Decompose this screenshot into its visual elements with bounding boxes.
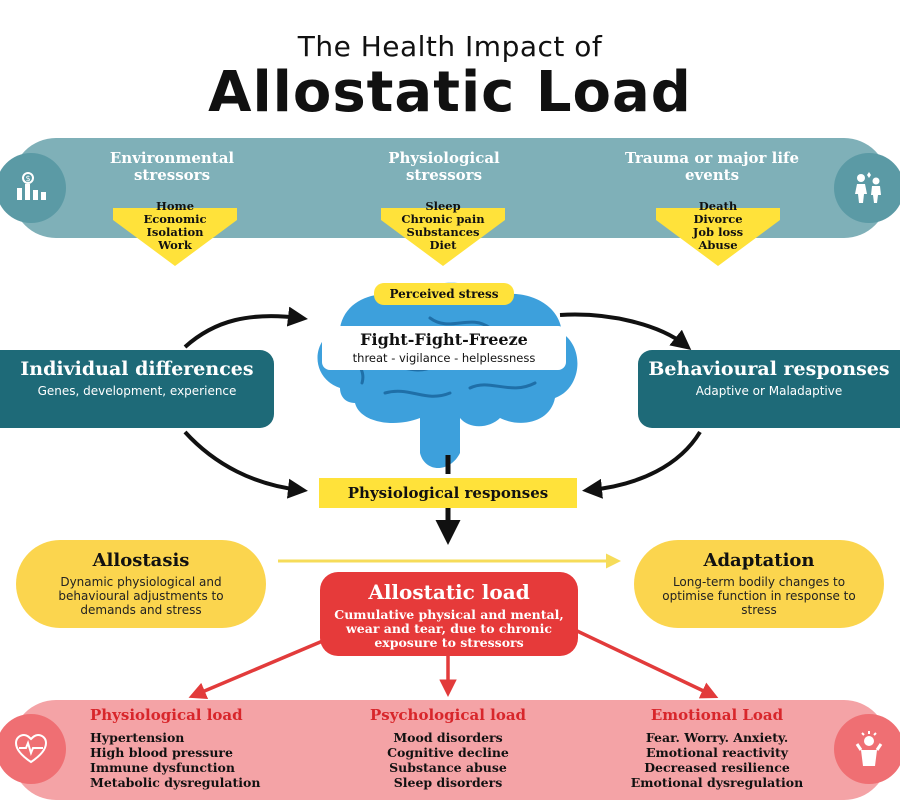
list-item: Divorce xyxy=(693,212,743,226)
list-item: Sleep xyxy=(425,199,461,213)
list-item: Decreased resilience xyxy=(644,760,790,775)
allostasis-oval: Allostasis Dynamic physiological and beh… xyxy=(16,540,266,628)
list-item: Death xyxy=(698,199,738,213)
allostatic-load-sub: Cumulative physical and mental, wear and… xyxy=(334,607,564,650)
adaptation-title: Adaptation xyxy=(703,550,815,571)
arrow-physiological xyxy=(381,208,505,266)
title-line-1: The Health Impact of xyxy=(297,30,603,63)
list-item: Mood disorders xyxy=(393,730,503,745)
behavioural-responses-box: Behavioural responses Adaptive or Malada… xyxy=(638,350,900,428)
heart-pulse-icon xyxy=(0,714,66,784)
list-item: Chronic pain xyxy=(401,212,485,226)
loads-band xyxy=(12,700,888,800)
list-item: Cognitive decline xyxy=(387,745,509,760)
load-title-psychological: Psychological load xyxy=(369,706,527,724)
adaptation-oval: Adaptation Long-term bodily changes to o… xyxy=(634,540,884,628)
fight-freeze-heading: Fight-Fight-Freeze xyxy=(360,330,528,349)
stressor-title-physiological: Physiological stressors xyxy=(388,149,500,184)
family-icon xyxy=(834,153,900,223)
load-list-physiological: Hypertension High blood pressure Immune … xyxy=(90,730,290,790)
list-item: Job loss xyxy=(692,225,744,239)
list-item: Fear. Worry. Anxiety. xyxy=(645,730,789,745)
list-item: Hypertension xyxy=(90,730,185,745)
individual-differences-title: Individual differences xyxy=(20,358,254,380)
money-chart-icon: $ xyxy=(0,153,66,223)
stressed-person-icon xyxy=(834,714,900,784)
load-column-psychological: Psychological load Mood disorders Cognit… xyxy=(343,706,553,790)
list-item: Abuse xyxy=(698,238,738,252)
individual-differences-box: Individual differences Genes, developmen… xyxy=(0,350,274,428)
list-item: Home xyxy=(155,199,195,213)
fight-freeze-sub: threat - vigilance - helplessness xyxy=(352,351,536,365)
load-title-emotional: Emotional Load xyxy=(650,706,784,724)
behavioural-responses-sub: Adaptive or Maladaptive xyxy=(695,384,843,398)
svg-text:$: $ xyxy=(25,174,30,183)
list-item: High blood pressure xyxy=(90,745,233,760)
load-title-physiological: Physiological load xyxy=(90,706,243,724)
allostasis-title: Allostasis xyxy=(92,550,190,571)
list-item: Emotional dysregulation xyxy=(630,775,804,790)
stressor-list-physiological: Sleep Chronic pain Substances Diet xyxy=(379,200,507,252)
list-item: Metabolic dysregulation xyxy=(90,775,261,790)
arrow-trauma xyxy=(656,208,780,266)
individual-differences-sub: Genes, development, experience xyxy=(37,384,237,398)
load-list-emotional: Fear. Worry. Anxiety. Emotional reactivi… xyxy=(610,730,824,790)
allostatic-load-title: Allostatic load xyxy=(368,580,530,604)
allostasis-sub: Dynamic physiological and behavioural ad… xyxy=(58,575,224,617)
stressor-title-trauma: Trauma or major life events xyxy=(624,149,800,184)
list-item: Work xyxy=(158,238,192,252)
fight-freeze-box: Fight-Fight-Freeze threat - vigilance - … xyxy=(322,326,566,370)
load-list-psychological: Mood disorders Cognitive decline Substan… xyxy=(343,730,553,790)
allostatic-load-box: Allostatic load Cumulative physical and … xyxy=(320,572,578,656)
behavioural-responses-title: Behavioural responses xyxy=(648,358,890,380)
stressor-title-environmental: Environmental stressors xyxy=(109,149,235,184)
load-column-physiological: Physiological load Hypertension High blo… xyxy=(90,706,290,790)
list-item: Emotional reactivity xyxy=(645,745,789,760)
list-item: Sleep disorders xyxy=(393,775,503,790)
title-line-2: Allostatic Load xyxy=(208,60,692,125)
list-item: Isolation xyxy=(146,225,204,239)
stressor-list-environmental: Home Economic Isolation Work xyxy=(111,200,239,252)
list-item: Immune dysfunction xyxy=(90,760,235,775)
list-item: Diet xyxy=(429,238,457,252)
list-item: Substances xyxy=(406,225,480,239)
stressor-list-trauma: Death Divorce Job loss Abuse xyxy=(654,200,782,252)
load-column-emotional: Emotional Load Fear. Worry. Anxiety. Emo… xyxy=(610,706,824,790)
perceived-stress-tag: Perceived stress xyxy=(374,283,514,305)
arrow-environmental xyxy=(113,208,237,266)
list-item: Substance abuse xyxy=(389,760,507,775)
physiological-responses-tag: Physiological responses xyxy=(319,478,577,508)
adaptation-sub: Long-term bodily changes to optimise fun… xyxy=(662,575,856,617)
list-item: Economic xyxy=(143,212,207,226)
